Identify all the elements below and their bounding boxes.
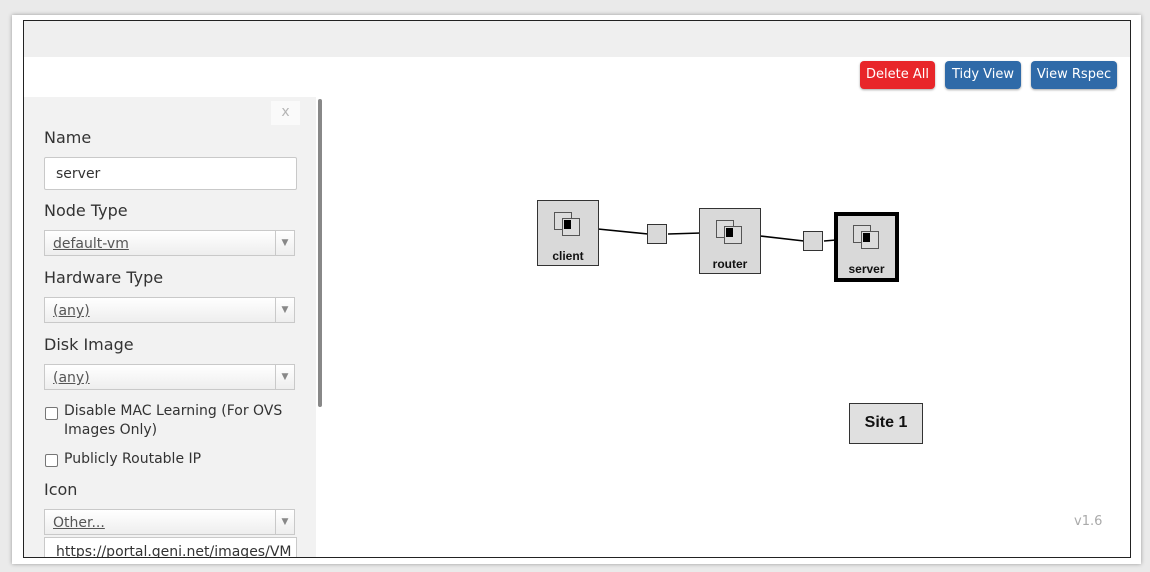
node-type-value: default-vm bbox=[53, 236, 129, 252]
link-line[interactable] bbox=[667, 232, 702, 235]
node-server[interactable]: server bbox=[834, 212, 899, 282]
view-rspec-button[interactable]: View Rspec bbox=[1031, 61, 1117, 89]
panel-scrollbar[interactable] bbox=[318, 99, 322, 407]
lan-link-box[interactable] bbox=[803, 231, 823, 251]
hardware-type-label: Hardware Type bbox=[44, 268, 164, 287]
site-box[interactable]: Site 1 bbox=[849, 403, 923, 444]
node-label: client bbox=[552, 249, 584, 263]
node-type-select[interactable]: default-vm ▼ bbox=[44, 230, 295, 256]
public-ip-checkbox[interactable] bbox=[45, 454, 58, 467]
chevron-down-icon: ▼ bbox=[275, 298, 294, 322]
close-panel-button[interactable]: x bbox=[271, 101, 300, 125]
name-label: Name bbox=[44, 128, 92, 147]
public-ip-label: Publicly Routable IP bbox=[64, 451, 202, 467]
node-type-label: Node Type bbox=[44, 201, 128, 220]
node-router[interactable]: router bbox=[699, 208, 761, 274]
topology-canvas[interactable]: client router server Site 1 bbox=[324, 97, 1130, 557]
lan-link-box[interactable] bbox=[647, 224, 667, 244]
link-line[interactable] bbox=[759, 235, 805, 242]
disable-mac-learning-row: Disable MAC Learning (For OVS Images Onl… bbox=[44, 402, 294, 442]
vm-icon bbox=[852, 224, 882, 250]
chevron-down-icon: ▼ bbox=[275, 365, 294, 389]
disk-image-select[interactable]: (any) ▼ bbox=[44, 364, 295, 390]
icon-url-input[interactable]: https://portal.geni.net/images/VM bbox=[44, 537, 297, 557]
links-layer bbox=[597, 228, 837, 242]
public-ip-row: Publicly Routable IP bbox=[44, 450, 294, 470]
node-properties-panel: x Name Node Type default-vm ▼ Hardware T… bbox=[24, 97, 316, 557]
editor-frame: Delete All Tidy View View Rspec x Name N… bbox=[23, 20, 1131, 558]
disable-mac-learning-checkbox[interactable] bbox=[45, 407, 58, 420]
chevron-down-icon: ▼ bbox=[275, 231, 294, 255]
node-client[interactable]: client bbox=[537, 200, 599, 266]
disk-image-label: Disk Image bbox=[44, 335, 134, 354]
disk-image-value: (any) bbox=[53, 370, 90, 386]
delete-all-button[interactable]: Delete All bbox=[860, 61, 935, 89]
link-line[interactable] bbox=[597, 228, 649, 235]
version-label: v1.6 bbox=[1074, 514, 1103, 529]
vm-icon bbox=[553, 211, 583, 237]
name-input[interactable] bbox=[44, 157, 297, 190]
icon-select[interactable]: Other... ▼ bbox=[44, 509, 295, 535]
hardware-type-select[interactable]: (any) ▼ bbox=[44, 297, 295, 323]
node-label: server bbox=[848, 262, 885, 276]
top-bar bbox=[24, 21, 1130, 57]
hardware-type-value: (any) bbox=[53, 303, 90, 319]
icon-label: Icon bbox=[44, 480, 78, 499]
chevron-down-icon: ▼ bbox=[275, 510, 294, 534]
node-label: router bbox=[712, 257, 748, 271]
vm-icon bbox=[715, 219, 745, 245]
disable-mac-learning-label: Disable MAC Learning (For OVS Images Onl… bbox=[64, 403, 283, 438]
icon-value: Other... bbox=[53, 515, 105, 531]
tidy-view-button[interactable]: Tidy View bbox=[945, 61, 1021, 89]
